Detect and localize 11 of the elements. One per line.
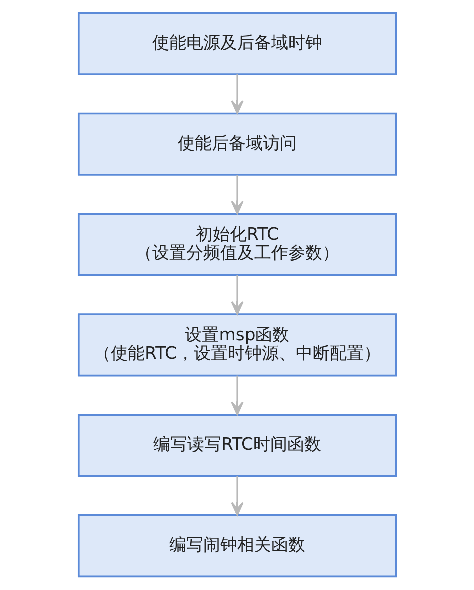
arrow [230, 174, 244, 215]
node-box: 使能电源及后备域时钟 [77, 12, 397, 76]
arrow [230, 476, 244, 516]
arrow [230, 376, 244, 416]
arrow [230, 275, 244, 316]
node-box: 编写闹钟相关函数 [77, 514, 397, 578]
arrow [230, 74, 244, 114]
node-box: 使能后备域访问 [77, 112, 397, 176]
node-box: 设置msp函数 （使能RTC，设置时钟源、中断配置） [77, 314, 397, 377]
node-box: 初始化RTC （设置分频值及工作参数） [77, 213, 397, 276]
node-box: 编写读写RTC时间函数 [77, 414, 397, 478]
